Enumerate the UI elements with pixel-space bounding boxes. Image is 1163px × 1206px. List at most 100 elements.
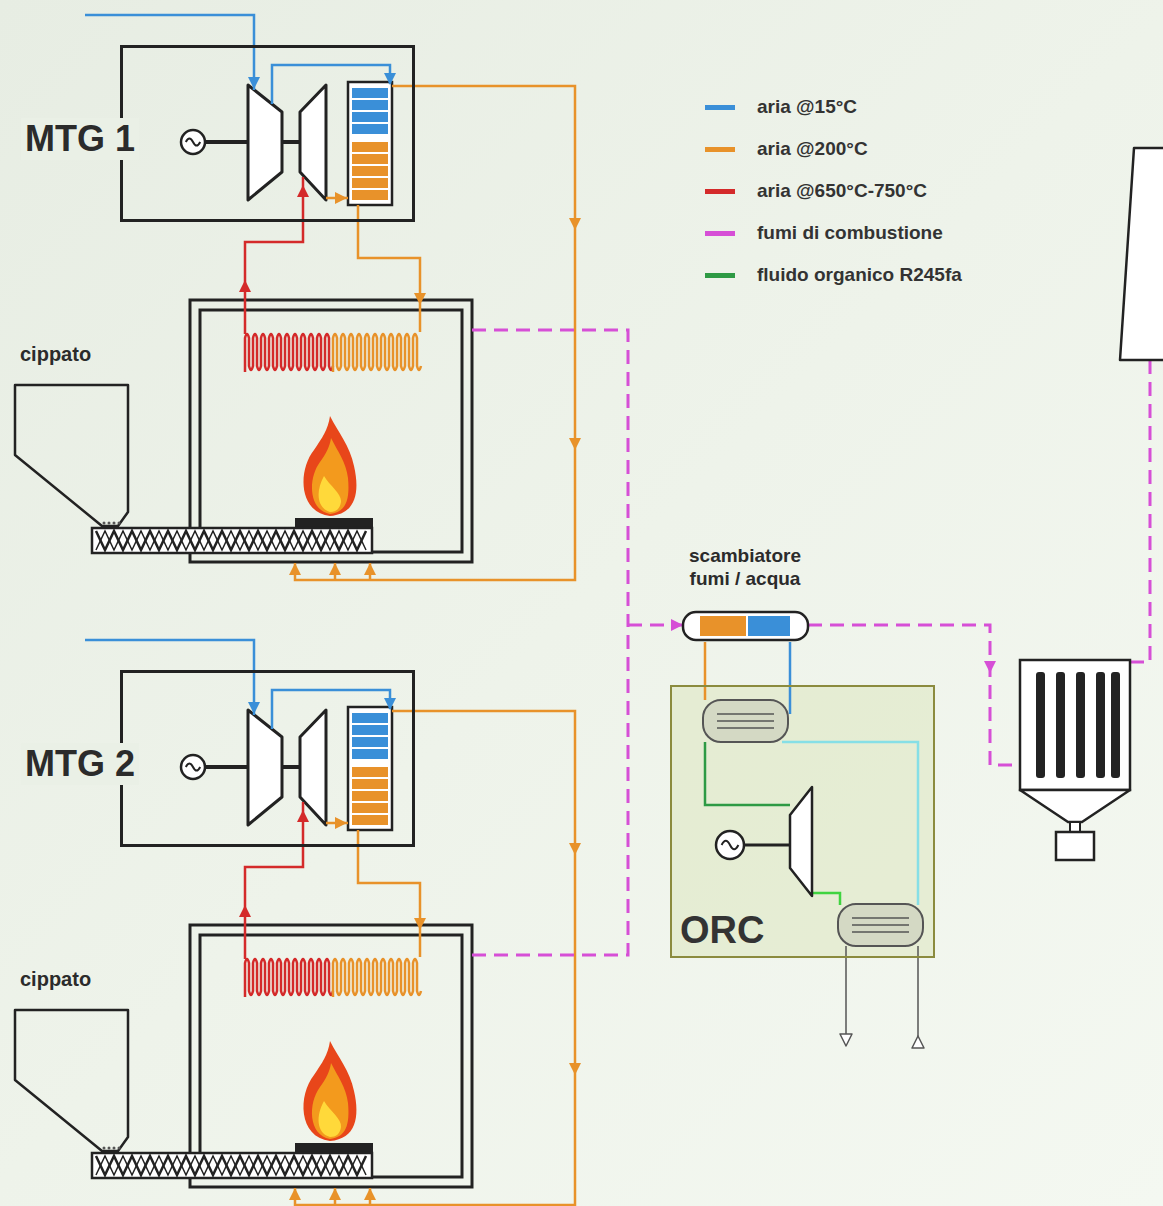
recuperator xyxy=(352,166,388,176)
flue-gas-system xyxy=(472,148,1163,1048)
generator-symbol xyxy=(186,763,200,770)
node-label: ORC xyxy=(680,909,764,952)
wood-chips xyxy=(103,522,106,525)
node-label: MTG 1 xyxy=(21,118,139,160)
flue-water-exchanger xyxy=(748,616,790,636)
legend-swatch xyxy=(705,147,735,152)
legend-row: aria @15°C xyxy=(705,86,962,128)
flow-arrow xyxy=(569,438,581,450)
flow-arrow xyxy=(239,280,251,292)
orc-heat-exchanger xyxy=(717,713,774,715)
fuel-hopper xyxy=(15,1010,128,1151)
air-line xyxy=(358,830,420,957)
compressor xyxy=(248,710,282,825)
compressor xyxy=(248,85,282,200)
flow-arrow xyxy=(984,661,996,673)
generator-symbol xyxy=(186,138,200,145)
screw-feeder xyxy=(92,1153,372,1178)
recuperator xyxy=(352,815,388,825)
legend-row: aria @200°C xyxy=(705,128,962,170)
node-label: cippato xyxy=(20,343,91,366)
labelled-part: cippato xyxy=(15,340,131,526)
bag-filter xyxy=(1070,822,1080,832)
screw-feeder xyxy=(96,531,366,550)
generator-symbol xyxy=(181,130,205,154)
turbine-unit xyxy=(15,640,581,1205)
water-connector xyxy=(704,642,707,685)
labelled-part: scambiatore fumi / acqua xyxy=(670,545,820,642)
orc-heat-exchanger xyxy=(852,917,909,919)
legend-row: fumi di combustione xyxy=(705,212,962,254)
orc-heat-exchanger xyxy=(852,924,909,926)
flow-arrow xyxy=(248,702,260,714)
furnace-wall xyxy=(200,310,462,552)
recuperator xyxy=(352,803,388,813)
legend-text: fluido organico R245fa xyxy=(757,264,962,286)
legend-swatch xyxy=(705,273,735,278)
water-outlet xyxy=(840,1034,852,1046)
flue-gas-line xyxy=(472,625,628,955)
equipment-box: ORC xyxy=(670,685,935,958)
recuperator xyxy=(352,725,388,735)
flow-arrow xyxy=(364,1188,376,1200)
heat-exchanger-coil xyxy=(333,959,421,997)
orc-heat-exchanger xyxy=(717,720,774,722)
flow-arrow xyxy=(569,218,581,230)
furnace-wall xyxy=(190,925,472,1187)
air-line xyxy=(272,65,390,104)
flame xyxy=(312,438,349,514)
recuperator xyxy=(352,713,388,723)
orc-turbine xyxy=(790,787,812,896)
air-line xyxy=(272,690,390,729)
air-line xyxy=(295,711,575,1205)
hot-air-line xyxy=(245,177,303,334)
screw-feeder xyxy=(96,531,366,550)
flame xyxy=(319,476,341,512)
legend-row: fluido organico R245fa xyxy=(705,254,962,296)
wood-chips xyxy=(108,1147,111,1150)
flow-arrow xyxy=(297,185,309,197)
air-line xyxy=(358,205,420,332)
recuperator xyxy=(352,178,388,188)
orc-heat-exchanger xyxy=(717,727,774,729)
legend-text: aria @650°C-750°C xyxy=(757,180,927,202)
flow-arrow xyxy=(569,1063,581,1075)
bag-filter xyxy=(1056,672,1065,778)
shaft xyxy=(282,140,300,144)
flow-arrow xyxy=(335,192,347,204)
grate xyxy=(295,1143,373,1153)
wood-chips xyxy=(103,1147,106,1150)
equipment-box: MTG 2 xyxy=(120,670,415,847)
recuperator xyxy=(352,767,388,777)
bag-filter xyxy=(1020,660,1130,790)
water-line xyxy=(704,685,707,700)
legend-text: fumi di combustione xyxy=(757,222,943,244)
organic-fluid-line xyxy=(705,742,790,805)
wood-chips xyxy=(118,522,121,525)
furnace-wall xyxy=(190,300,472,562)
equipment-box: MTG 1 xyxy=(120,45,415,222)
recuperator xyxy=(352,190,388,200)
legend-swatch xyxy=(705,105,735,110)
air-line xyxy=(295,86,575,580)
recuperator xyxy=(352,749,388,759)
screw-feeder xyxy=(96,1156,366,1175)
flue-water-exchanger xyxy=(700,616,746,636)
chimney xyxy=(1120,148,1163,360)
shaft xyxy=(205,140,248,144)
fuel-hopper xyxy=(15,385,128,526)
bag-filter xyxy=(1020,790,1130,822)
flue-gas-line xyxy=(1130,360,1150,662)
flow-arrow xyxy=(384,73,396,85)
legend-row: aria @650°C-750°C xyxy=(705,170,962,212)
heat-exchanger-coil xyxy=(333,334,421,372)
recuperator xyxy=(352,88,388,98)
flow-arrow xyxy=(289,1188,301,1200)
generator-symbol xyxy=(722,841,739,849)
orc-heat-exchanger xyxy=(838,904,923,946)
wood-chips xyxy=(113,522,116,525)
recuperator xyxy=(352,142,388,152)
orc-heat-exchanger xyxy=(703,700,788,742)
flow-arrow xyxy=(239,905,251,917)
